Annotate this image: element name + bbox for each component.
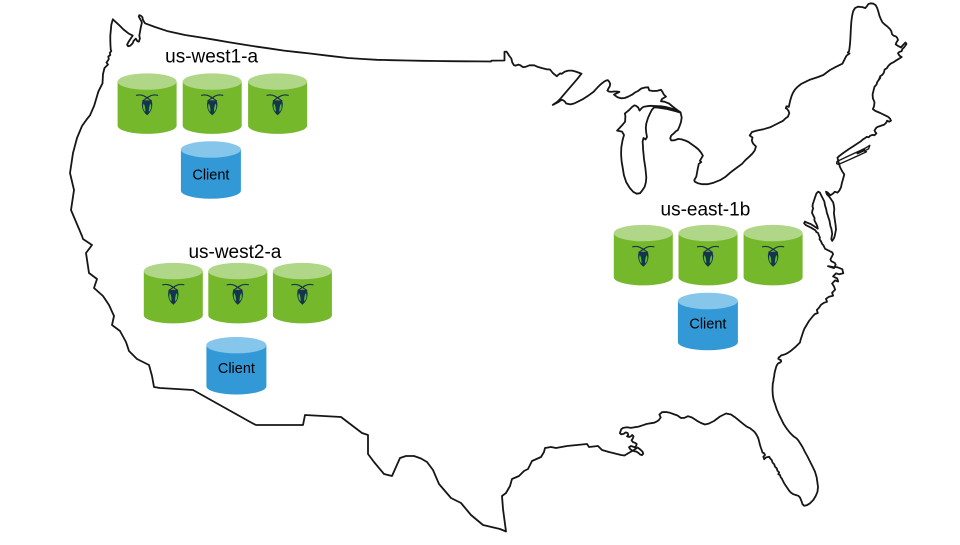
svg-text:Client: Client <box>218 361 255 377</box>
svg-text:us-west2-a: us-west2-a <box>188 242 281 263</box>
svg-text:us-east-1b: us-east-1b <box>661 200 751 221</box>
svg-text:us-west1-a: us-west1-a <box>165 47 258 68</box>
svg-text:Client: Client <box>689 317 726 333</box>
svg-text:Client: Client <box>192 168 229 184</box>
